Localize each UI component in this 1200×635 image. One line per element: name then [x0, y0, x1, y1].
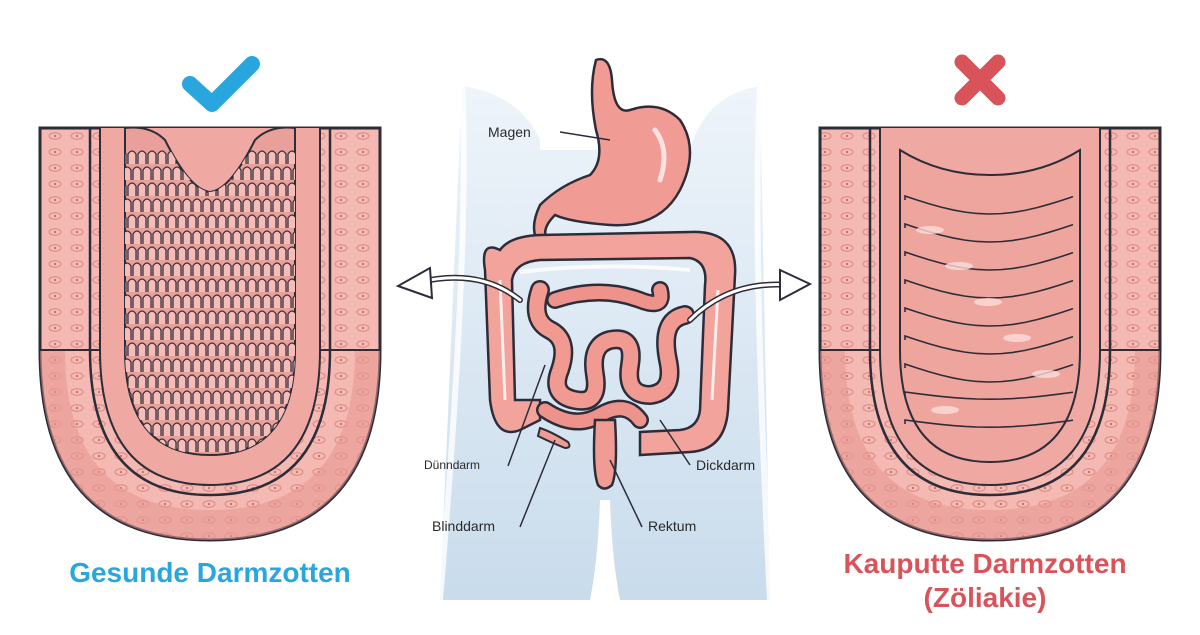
stomach: [532, 57, 692, 247]
large-intestine: [482, 230, 737, 457]
appendix: [536, 426, 571, 450]
label-rectum: Rektum: [648, 518, 697, 534]
healthy-villi-section: [38, 126, 382, 542]
caption-healthy: Gesunde Darmzotten: [69, 557, 351, 588]
caption-damaged: Kauputte Darmzotten (Zöliakie): [790, 547, 1180, 615]
flattened-folds: [904, 194, 1074, 428]
rectum: [592, 418, 618, 490]
caption-damaged-line2: (Zöliakie): [923, 582, 1047, 613]
damaged-villi-section: [818, 126, 1162, 542]
small-intestine: [526, 280, 695, 431]
digestive-system: [395, 57, 813, 601]
label-appendix: Blinddarm: [432, 518, 496, 534]
label-small-intestine: Dünndarm: [424, 458, 481, 472]
label-stomach: Magen: [488, 124, 531, 140]
cross-icon: [954, 54, 1006, 106]
caption-damaged-line1: Kauputte Darmzotten: [843, 548, 1127, 579]
leader-lines: [507, 131, 691, 528]
check-icon: [182, 56, 260, 112]
label-large-intestine: Dickdarm: [696, 457, 756, 473]
